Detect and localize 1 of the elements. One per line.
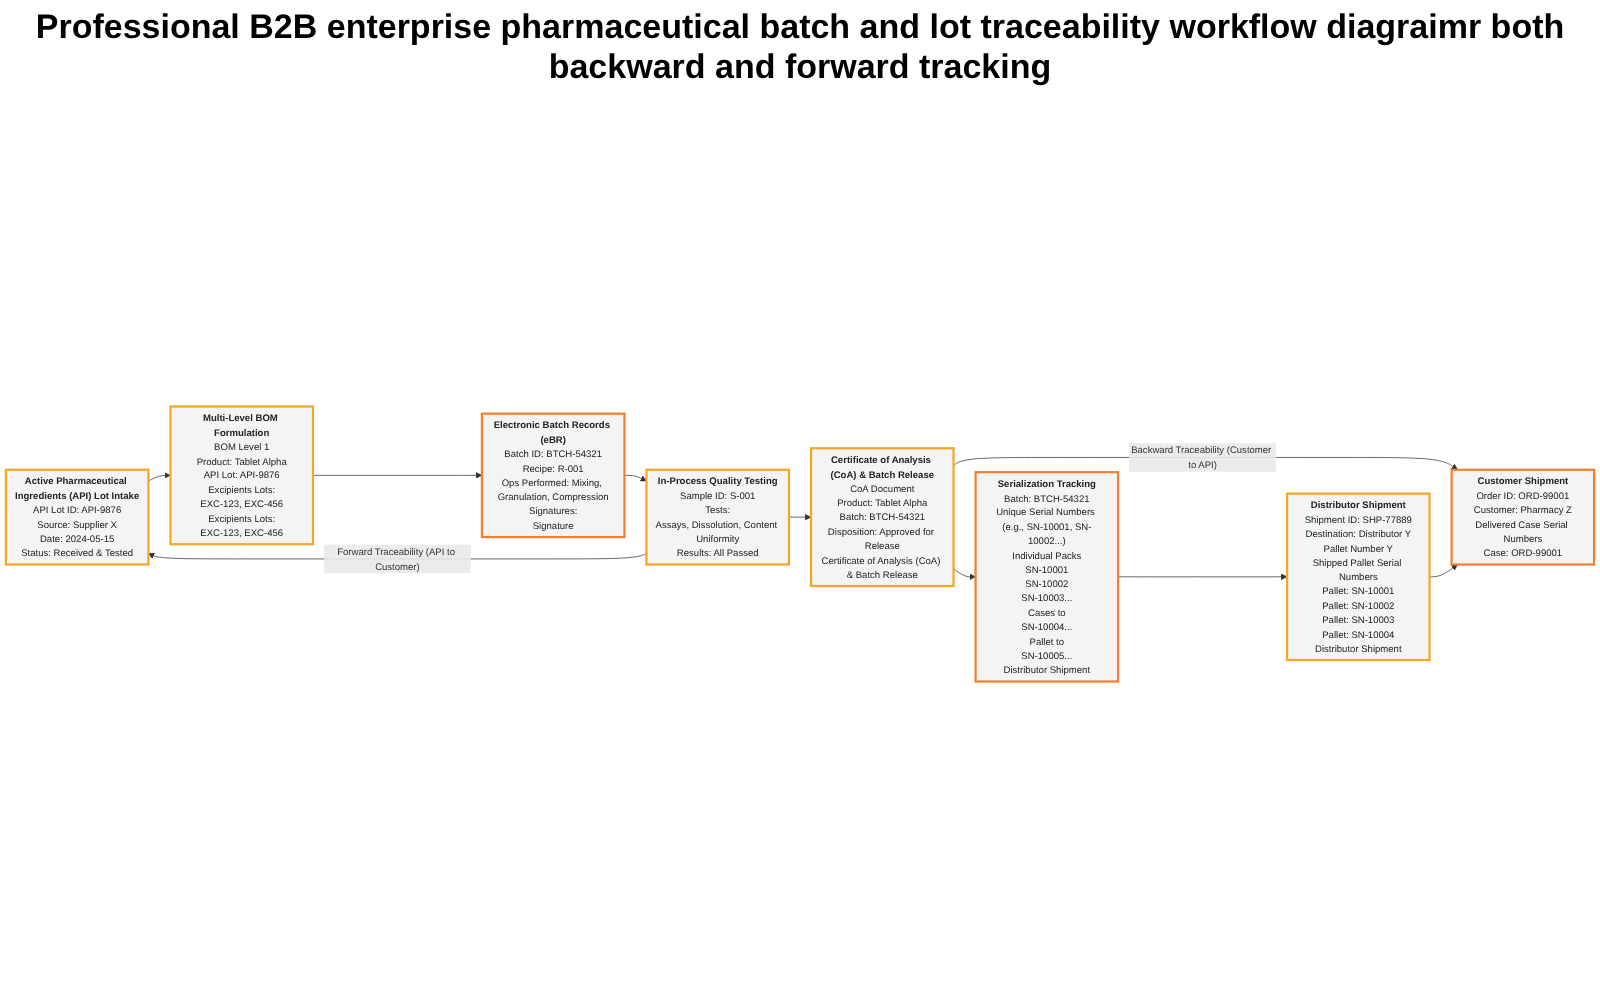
diagram-title: Professional B2B enterprise pharmaceutical batch and lot traceability workflow diagraimr both backward and forward tracking — [33, 8, 1567, 90]
